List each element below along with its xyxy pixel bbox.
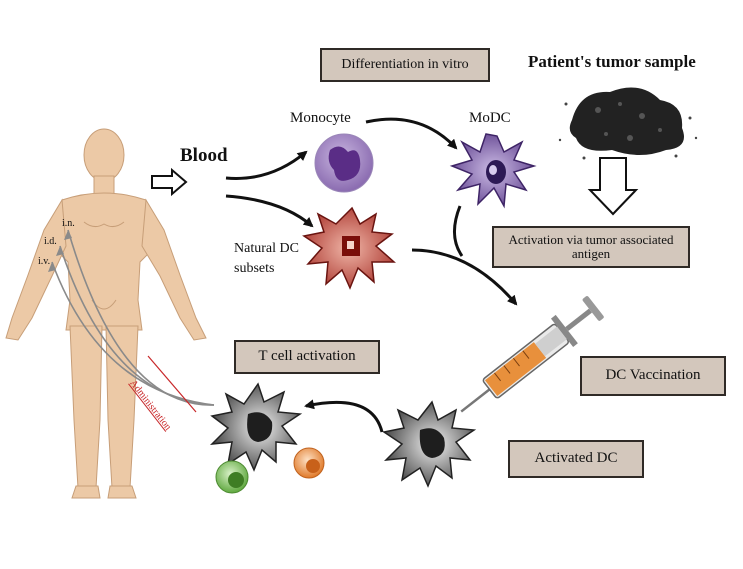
- activated-dc-box: Activated DC: [508, 440, 644, 478]
- t-cell-activation-box: T cell activation: [234, 340, 380, 374]
- dc-vaccination-box: DC Vaccination: [580, 356, 726, 396]
- dc-vaccination-label: DC Vaccination: [605, 367, 701, 384]
- natural-dc-label-line2: subsets: [234, 261, 275, 276]
- activation-tumor-box: Activation via tumor associated antigen: [492, 226, 690, 268]
- activation-tumor-label: Activation via tumor associated antigen: [508, 232, 674, 261]
- differentiation-box: Differentiation in vitro: [320, 48, 490, 82]
- modc-label: MoDC: [469, 110, 511, 126]
- syringe-icon: [460, 296, 604, 413]
- hollow-arrow-icon: [587, 157, 639, 216]
- natural-dc-label-line1: Natural DC: [234, 241, 299, 256]
- natural-dc-cell-icon: [302, 206, 396, 290]
- monocyte-cell-icon: [314, 133, 374, 193]
- patient-sample-label: Patient's tumor sample: [528, 52, 696, 71]
- route-id-label: i.d.: [44, 236, 57, 247]
- hollow-arrow-icon: [151, 167, 188, 197]
- activated-dc-label: Activated DC: [534, 450, 618, 467]
- t-cell-activation-label: T cell activation: [258, 348, 356, 365]
- route-iv-label: i.v.: [38, 256, 51, 267]
- administration-routes: [51, 229, 215, 406]
- route-in-label: i.n.: [62, 218, 75, 229]
- modc-cell-icon: [449, 133, 537, 209]
- activated-dc-cell-icon: [209, 382, 303, 472]
- t-cell-icon: [215, 460, 249, 494]
- monocyte-label: Monocyte: [290, 110, 351, 126]
- tumor-sample-icon: [558, 87, 698, 160]
- differentiation-label: Differentiation in vitro: [341, 56, 469, 72]
- activated-dc-cell-icon: [382, 400, 477, 488]
- human-body-icon: [5, 128, 207, 499]
- t-cell-icon: [293, 447, 325, 479]
- blood-label: Blood: [180, 145, 228, 166]
